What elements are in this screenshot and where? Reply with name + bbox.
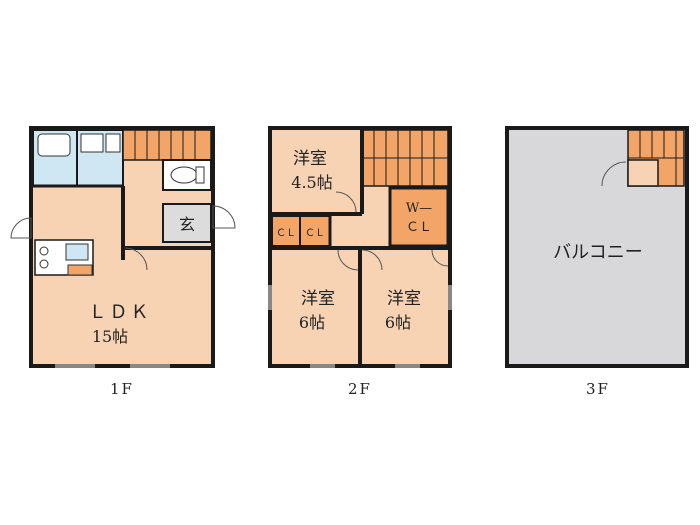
ldk-name: ＬＤＫ [89,302,152,323]
western3-size: 6帖 [385,313,411,332]
floor-label-1f: 1F [110,380,134,398]
door-swing-2f-c [361,249,383,271]
western2-name: 洋室 [301,289,335,309]
washing-machine-icon [105,133,121,153]
entrance-area [162,203,212,243]
door-swing-2f-b [337,249,359,271]
closet-1-label: ＣＬ [276,228,296,239]
floor-label-2f: 2F [348,380,372,398]
wcl-bottom: ＣＬ [406,220,432,235]
toilet-icon [170,166,198,184]
stair-landing-3f [627,159,659,187]
floor-label-3f: 3F [586,380,610,398]
floor-3: バルコニー 3F [505,126,689,398]
toilet-tank-icon [195,166,205,184]
stove-burner-icon [39,259,49,269]
stairs-treads-3f [628,130,684,186]
floor-2: 洋室 4.5帖 ＣＬ ＣＬ W— ＣＬ 洋室 6帖 洋室 6帖 2F [268,126,452,398]
kitchen-cabinet [67,264,93,276]
washbasin-icon [80,133,104,153]
balcony-label: バルコニー [553,242,643,263]
entrance-label: 玄 [179,215,195,234]
floor-1: ＬＤＫ 15帖 玄 1F [10,126,236,398]
stairs-treads-1f [134,130,196,160]
door-swing-2f-a [335,191,357,213]
stairs-treads-2f [362,130,448,186]
closet-2-label: ＣＬ [305,228,325,239]
wcl-top: W— [406,201,432,216]
door-swing-2f-d [431,249,449,267]
western1-size: 4.5帖 [291,173,332,192]
side-door-swing [10,217,32,239]
western1-name: 洋室 [293,149,327,169]
bathtub-icon [37,133,71,157]
sink-icon [65,243,89,261]
ldk-size: 15帖 [92,327,128,346]
stairs-1f [122,129,212,161]
walk-in-closet [388,186,450,248]
entrance-door-swing [212,205,236,229]
stove-burner-icon [39,246,49,256]
door-swing-3f [601,161,627,187]
door-swing-1f [124,247,148,271]
western3-name: 洋室 [387,289,421,309]
western2-size: 6帖 [299,313,325,332]
